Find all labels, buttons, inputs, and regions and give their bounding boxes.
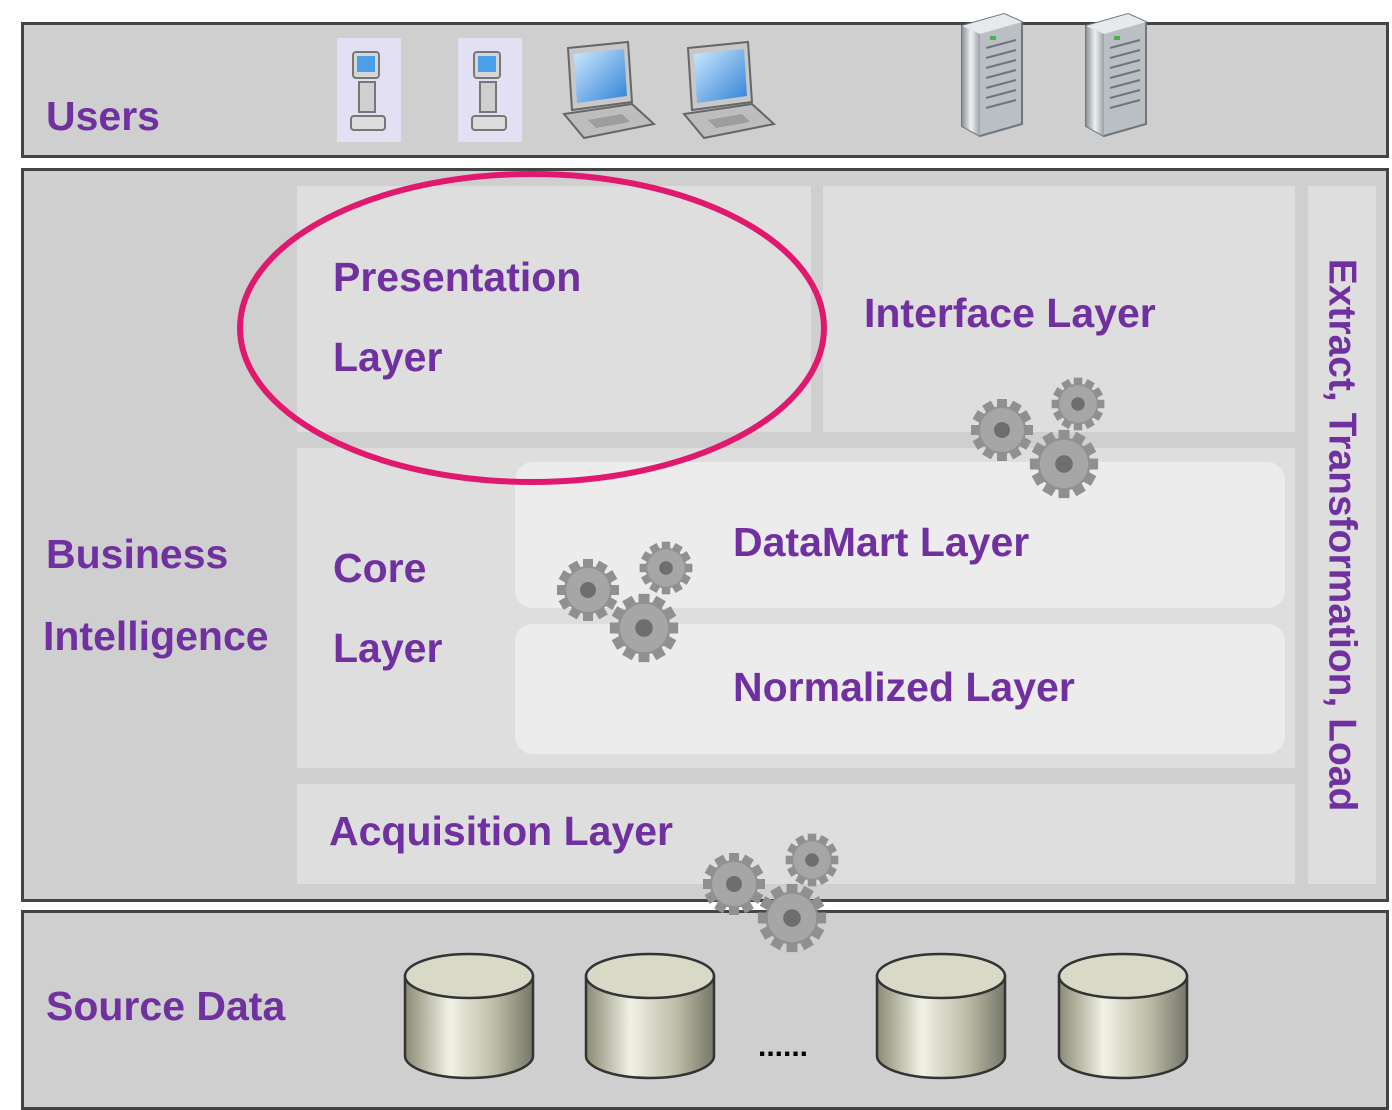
datamart-layer-label: DataMart Layer (733, 519, 1030, 565)
bi-label-line1: Business (46, 531, 229, 577)
laptop-icon (558, 40, 656, 146)
presentation-layer-label-line2: Layer (333, 334, 443, 380)
source-data-label: Source Data (46, 983, 286, 1029)
desktop-computer-icon (337, 38, 401, 142)
server-icon (1080, 12, 1152, 138)
laptop-icon (678, 40, 776, 146)
database-cylinder-icon (874, 952, 1008, 1082)
desktop-computer-icon (458, 38, 522, 142)
database-cylinder-icon (402, 952, 536, 1082)
highlight-ellipse (230, 162, 834, 498)
source-ellipsis: ...... (758, 1030, 809, 1063)
database-cylinder-icon (583, 952, 717, 1082)
gears-icon (960, 372, 1130, 512)
database-cylinder-icon (1056, 952, 1190, 1082)
acquisition-layer-label: Acquisition Layer (329, 808, 674, 854)
presentation-layer-panel (297, 186, 811, 432)
etl-panel (1308, 186, 1376, 884)
presentation-layer-label-line1: Presentation (333, 254, 582, 300)
core-layer-label-line2: Layer (333, 625, 443, 671)
bi-label-line2: Intelligence (43, 613, 269, 659)
interface-layer-label: Interface Layer (864, 290, 1156, 336)
datamart-layer-panel (515, 462, 1285, 608)
etl-label: Extract, Transformation, Load (1320, 258, 1364, 812)
core-layer-label-line1: Core (333, 545, 427, 591)
gears-icon (546, 534, 716, 674)
server-icon (956, 12, 1028, 138)
users-label: Users (46, 93, 160, 139)
normalized-layer-label: Normalized Layer (733, 664, 1075, 710)
gears-icon (692, 826, 862, 966)
